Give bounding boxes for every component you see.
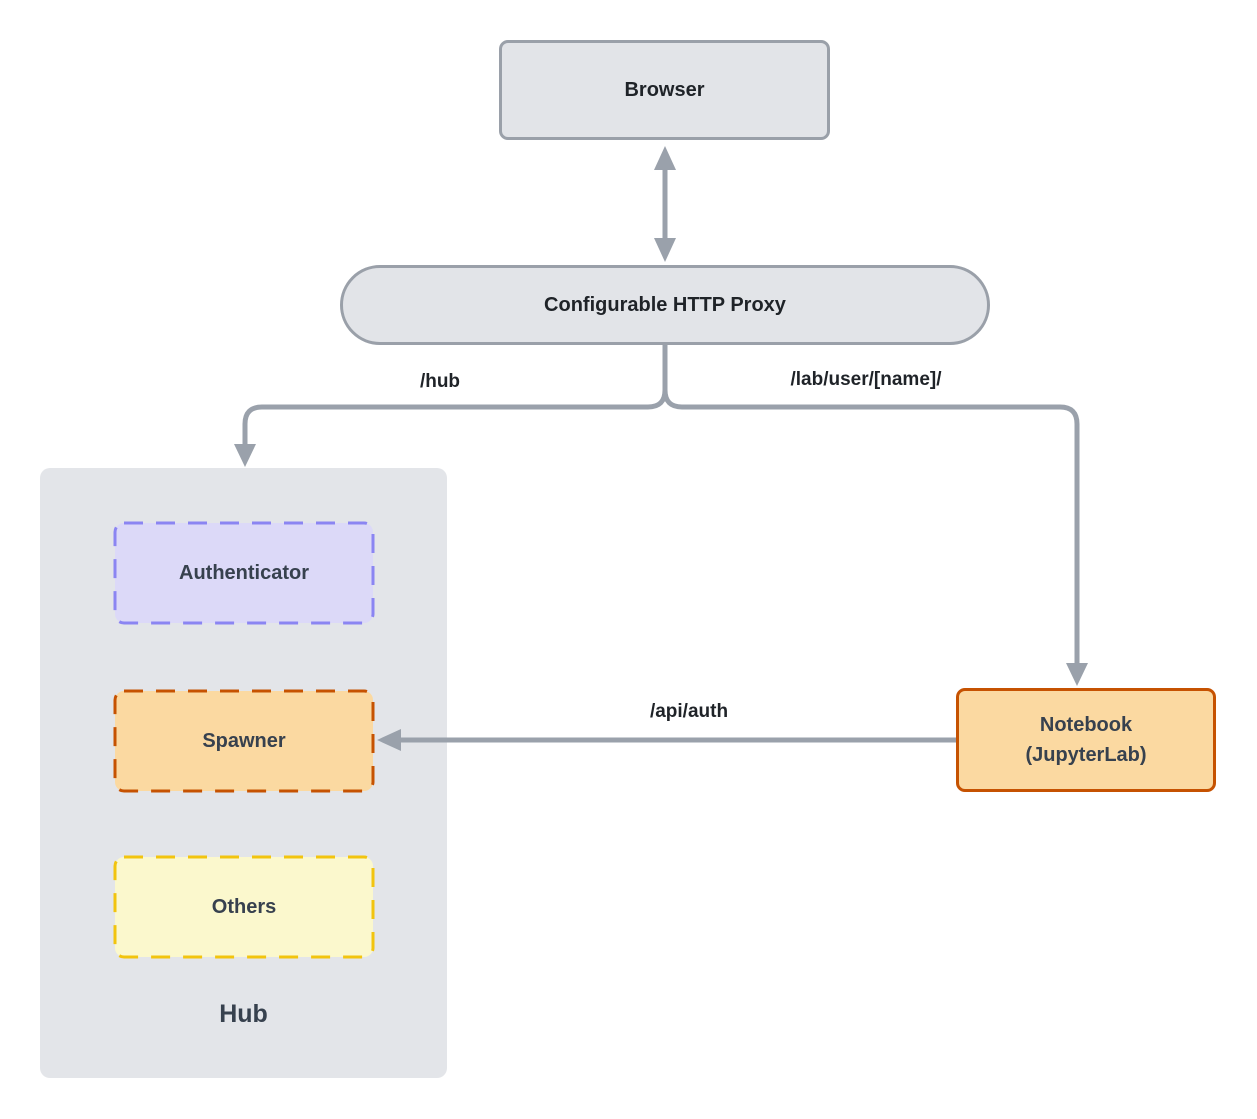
hub-label: Hub (219, 1000, 268, 1028)
browser-label: Browser (624, 78, 705, 101)
others-label: Others (211, 895, 277, 918)
spawner-dashed-border (113, 689, 375, 793)
arrowhead-down-proxy (654, 238, 676, 262)
spawner-label: Spawner (202, 729, 286, 752)
authenticator-label: Authenticator (179, 561, 309, 584)
notebook-node: Notebook (JupyterLab) (956, 688, 1216, 792)
arrowhead-up-browser (654, 146, 676, 170)
others-dashed-border (113, 855, 375, 959)
edge-browser-proxy (654, 146, 676, 262)
authenticator-node: Authenticator (113, 521, 375, 625)
hub-container: Authenticator Spawner Others Hub (40, 468, 447, 1078)
spawner-node: Spawner (113, 689, 375, 793)
edge-proxy-notebook (662, 345, 1088, 686)
notebook-label-line1: Notebook (1039, 714, 1133, 736)
edge-label-hub-path: /hub (419, 371, 461, 392)
authenticator-dashed-border (113, 521, 375, 625)
edge-label-api-auth: /api/auth (649, 701, 729, 722)
others-node: Others (113, 855, 375, 959)
browser-node: Browser (499, 40, 830, 140)
edge-label-lab-user-path: /lab/user/[name]/ (790, 369, 942, 390)
arrowhead-notebook (1066, 663, 1088, 686)
proxy-node: Configurable HTTP Proxy (340, 265, 990, 345)
edge-notebook-spawner (377, 729, 956, 751)
arrowhead-hub (234, 444, 256, 467)
notebook-label-line2: (JupyterLab) (1025, 744, 1147, 766)
proxy-label: Configurable HTTP Proxy (544, 293, 786, 316)
edge-proxy-hub (234, 345, 668, 467)
